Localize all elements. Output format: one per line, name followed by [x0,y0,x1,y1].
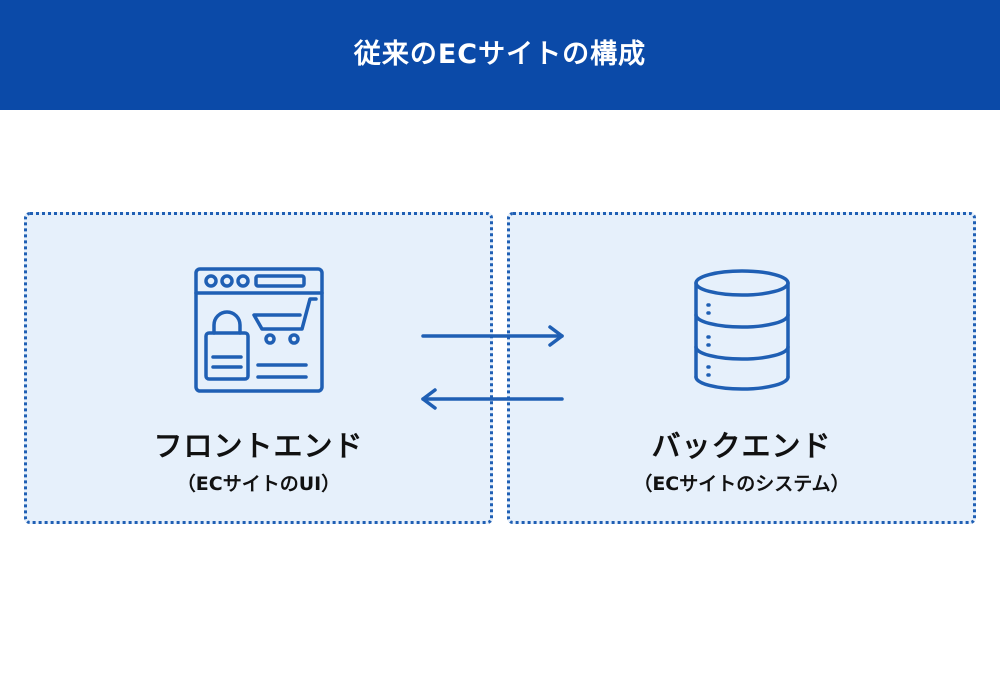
page-title: 従来のECサイトの構成 [353,38,647,70]
database-icon [692,269,792,397]
backend-panel: バックエンド （ECサイトのシステム） [507,212,976,524]
frontend-panel: フロントエンド （ECサイトのUI） [24,212,493,524]
frontend-subtitle: （ECサイトのUI） [176,473,341,495]
shopping-browser-icon [193,267,324,399]
arrow-left-icon [421,388,564,410]
backend-subtitle: （ECサイトのシステム） [633,473,850,495]
data-flow-arrows [410,320,575,424]
backend-title: バックエンド [651,429,832,463]
arrow-right-icon [421,325,564,347]
header-bar: 従来のECサイトの構成 [0,0,1000,110]
frontend-title: フロントエンド [153,429,364,463]
